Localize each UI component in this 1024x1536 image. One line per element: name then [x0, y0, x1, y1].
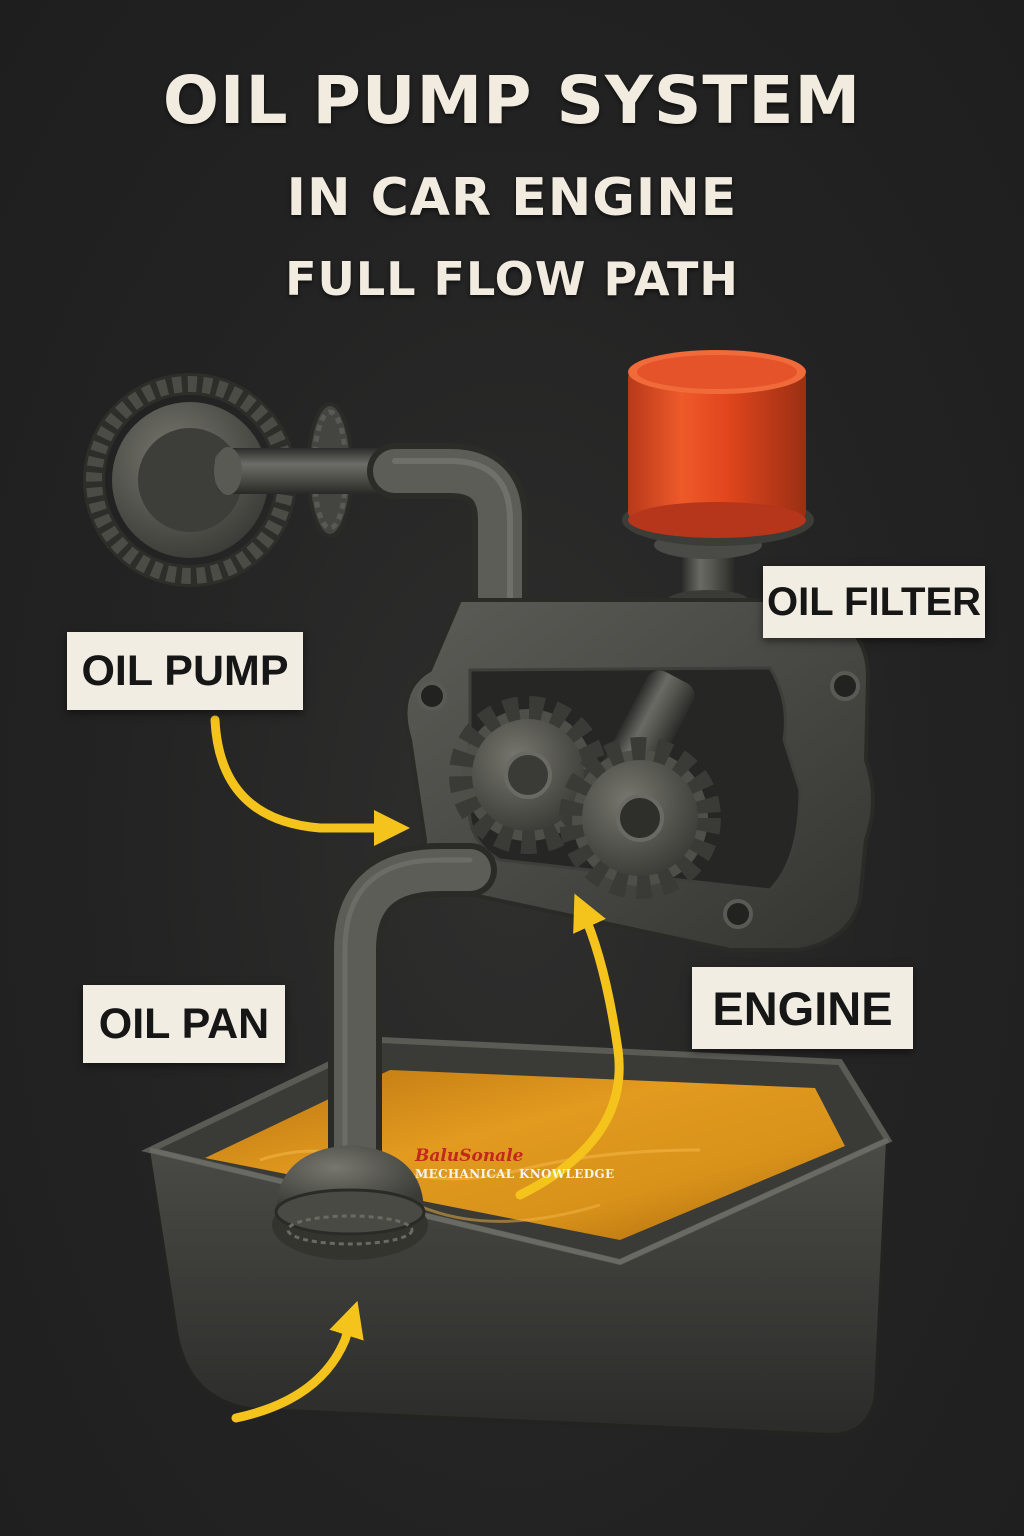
drive-shaft	[214, 447, 405, 495]
sprocket-chain	[83, 373, 354, 587]
pickup-tube	[334, 849, 491, 1216]
flow-arrow-into-pan	[231, 1300, 364, 1423]
upper-pipe	[373, 449, 522, 634]
flow-arrow-to-engine	[515, 893, 624, 1200]
title-line-2: IN CAR ENGINE	[286, 168, 738, 228]
title-line-1: OIL PUMP SYSTEM	[162, 62, 862, 139]
oil-pan-label: OIL PAN	[83, 985, 285, 1063]
flow-arrow-to-pump	[210, 715, 410, 846]
oil-filter-label: OIL FILTER	[763, 566, 985, 638]
title-line-3: FULL FLOW PATH	[285, 252, 739, 306]
oil-pump-label: OIL PUMP	[67, 632, 303, 710]
watermark-subtitle: MECHANICAL KNOWLEDGE	[415, 1167, 615, 1181]
engine-label: ENGINE	[692, 967, 913, 1049]
oil-filter	[622, 350, 814, 546]
pickup-screen	[272, 1145, 428, 1260]
watermark-name: BaluSonale	[415, 1146, 524, 1166]
driven-gear	[559, 737, 721, 899]
oil-pan	[141, 1036, 893, 1438]
